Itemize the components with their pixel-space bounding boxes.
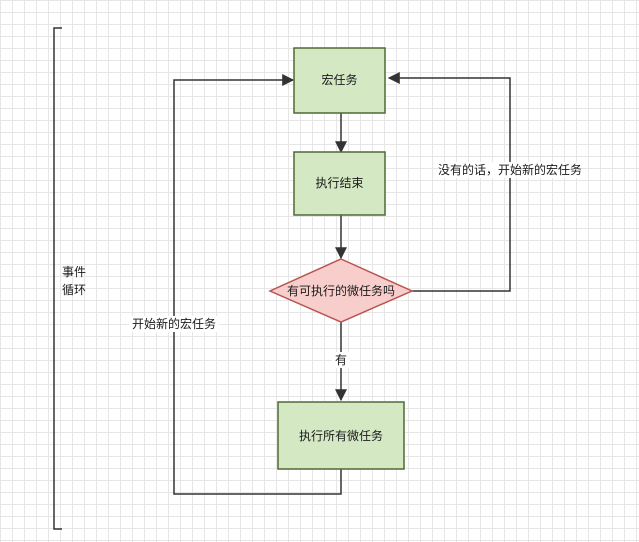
- edge-micro-loop-back: [173, 74, 342, 495]
- edge-label-yes: 有: [335, 353, 347, 367]
- node-macrotask-label: 宏任务: [321, 72, 357, 87]
- node-exec-end-label: 执行结束: [315, 176, 363, 190]
- node-exec-end: 执行结束: [293, 151, 386, 216]
- bracket-label-line2: 循环: [62, 283, 86, 297]
- node-has-micro-decision: 有可执行的微任务吗: [268, 258, 414, 323]
- edge-label-yes-group: 有: [332, 352, 350, 368]
- event-loop-bracket: [53, 27, 62, 530]
- edge-decision-no-loop: [387, 72, 511, 292]
- edge-label-micro-loop-group: 开始新的宏任务: [129, 316, 219, 332]
- node-run-all-micro: 执行所有微任务: [277, 401, 405, 470]
- edge-label-no-loop: 没有的话，开始新的宏任务: [438, 162, 582, 177]
- node-has-micro-label: 有可执行的微任务吗: [287, 283, 395, 298]
- edge-label-micro-loop: 开始新的宏任务: [132, 316, 216, 331]
- bracket-label-line1: 事件: [62, 265, 86, 279]
- node-macrotask: 宏任务: [293, 47, 386, 114]
- edge-label-no-loop-group: 没有的话，开始新的宏任务: [438, 162, 582, 178]
- node-run-all-micro-label: 执行所有微任务: [299, 428, 383, 443]
